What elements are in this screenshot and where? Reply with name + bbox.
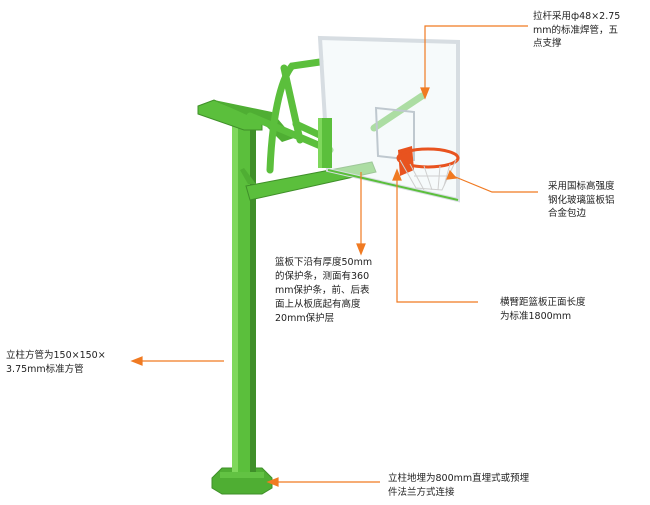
note-frame-tubes: 拉杆采用ф48×2.75 mm的标准焊管，五 点支撑 [533,10,620,51]
note-arm-length-line: 为标准1800mm [500,310,572,322]
note-backboard-material-line: 合金包边 [548,208,587,219]
note-backboard-edge-line: 面上从板底起有高度 [275,299,361,310]
note-backboard-edge: 篮板下沿有厚度50mm 的保护条，测面有360 mm保护条，前、后表 面上从板底… [275,256,372,326]
note-backboard-edge-line: 篮板下沿有厚度50mm [275,257,373,268]
note-post-spec-line: 3.75mm标准方管 [6,363,84,375]
note-backboard-material-line: 采用国标高强度 [548,181,615,192]
callout-lines [130,25,538,487]
note-foundation: 立柱地埋为800mm直埋式或预埋 件法兰方式连接 [388,472,529,499]
note-backboard-edge-line: mm保护条，前、后表 [275,285,370,296]
note-frame-tubes-line: mm的标准焊管，五 [533,24,619,36]
board-frame-post [318,118,332,168]
vertical-post [232,112,256,472]
note-backboard-edge-line: 20mm保护层 [275,313,335,324]
note-backboard-edge-line: 的保护条，测面有360 [275,271,370,282]
note-frame-tubes-line: 点支撑 [533,38,562,49]
note-post-spec-line: 立柱方管为150×150× [6,350,106,361]
note-post-spec: 立柱方管为150×150× 3.75mm标准方管 [6,349,106,376]
note-frame-tubes-line: 拉杆采用ф48×2.75 [533,11,621,22]
note-arm-length-line: 横臂距篮板正面长度 [500,297,586,308]
note-foundation-line: 件法兰方式连接 [388,486,455,498]
note-backboard-material-line: 钢化玻璃篮板铝 [548,194,615,206]
note-backboard-material: 采用国标高强度 钢化玻璃篮板铝 合金包边 [548,180,615,221]
note-foundation-line: 立柱地埋为800mm直埋式或预埋 [388,473,530,484]
note-arm-length: 横臂距篮板正面长度 为标准1800mm [500,296,586,323]
